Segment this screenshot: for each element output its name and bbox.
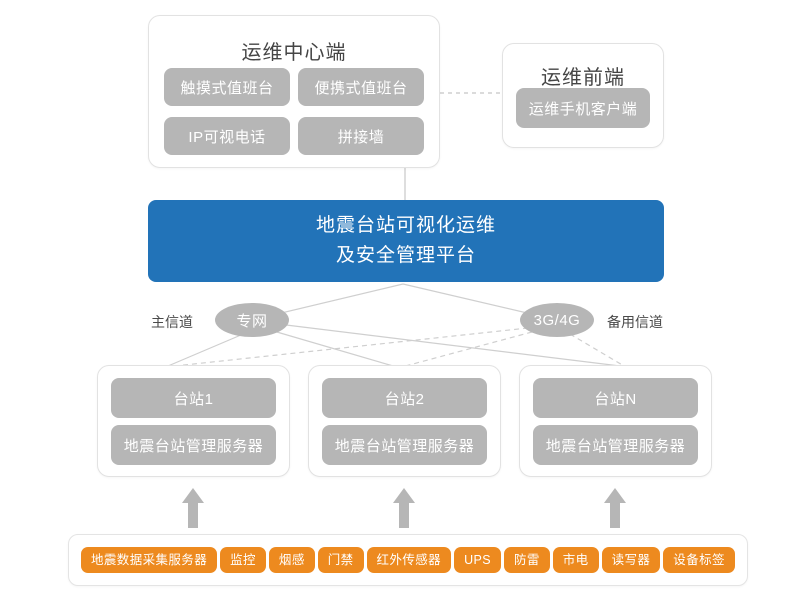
platform-box: 地震台站可视化运维 及安全管理平台: [148, 200, 664, 282]
tag-rfid-reader[interactable]: 读写器: [601, 547, 661, 573]
tag-device-label[interactable]: 设备标签: [663, 547, 735, 573]
ops-front-title: 运维前端: [541, 67, 625, 89]
platform-line-1: 地震台站可视化运维: [315, 215, 496, 236]
chip-portable-duty-console[interactable]: 便携式值班台: [298, 68, 424, 106]
tag-smoke-sensor[interactable]: 烟感: [268, 547, 315, 573]
chip-mobile-client[interactable]: 运维手机客户端: [516, 88, 650, 128]
tag-infrared-sensor[interactable]: 红外传感器: [366, 547, 452, 573]
station-name-2[interactable]: 台站2: [322, 378, 487, 418]
station-name-1[interactable]: 台站1: [111, 378, 276, 418]
wire-zhuanwang-to-station-2: [269, 329, 401, 369]
arrow-up-icon-2: [393, 488, 415, 528]
node-zhuanwang[interactable]: 专网: [215, 303, 289, 337]
station-name-3[interactable]: 台站N: [533, 378, 698, 418]
platform-line-2: 及安全管理平台: [335, 245, 476, 266]
chip-ip-video-phone[interactable]: IP可视电话: [164, 117, 290, 155]
device-tag-bar: 地震数据采集服务器 监控 烟感 门禁 红外传感器 UPS 防雷 市电 读写器 设…: [68, 534, 748, 586]
station-server-3[interactable]: 地震台站管理服务器: [533, 425, 698, 465]
tag-access-control[interactable]: 门禁: [317, 547, 364, 573]
tag-ups[interactable]: UPS: [454, 547, 501, 573]
backup-channel-label: 备用信道: [607, 314, 663, 330]
tag-video-surveillance[interactable]: 监控: [220, 547, 266, 573]
arrow-up-icon-3: [604, 488, 626, 528]
wire-3g4g-to-station-1: [174, 327, 529, 367]
station-server-1[interactable]: 地震台站管理服务器: [111, 425, 276, 465]
wire-3g4g-to-station-3: [569, 333, 625, 367]
tag-mains-power[interactable]: 市电: [552, 547, 599, 573]
node-3g4g[interactable]: 3G/4G: [520, 303, 594, 337]
ops-center-title: 运维中心端: [241, 42, 347, 64]
wire-zhuanwang-to-station-1: [167, 331, 249, 367]
chip-touch-duty-console[interactable]: 触摸式值班台: [164, 68, 290, 106]
primary-channel-label: 主信道: [151, 314, 193, 330]
arrow-up-icon-1: [182, 488, 204, 528]
tag-lightning-protection[interactable]: 防雷: [503, 547, 550, 573]
wire-3g4g-to-station-2: [397, 331, 533, 369]
chip-video-wall[interactable]: 拼接墙: [298, 117, 424, 155]
station-server-2[interactable]: 地震台站管理服务器: [322, 425, 487, 465]
tag-seismic-data-server[interactable]: 地震数据采集服务器: [81, 547, 218, 573]
